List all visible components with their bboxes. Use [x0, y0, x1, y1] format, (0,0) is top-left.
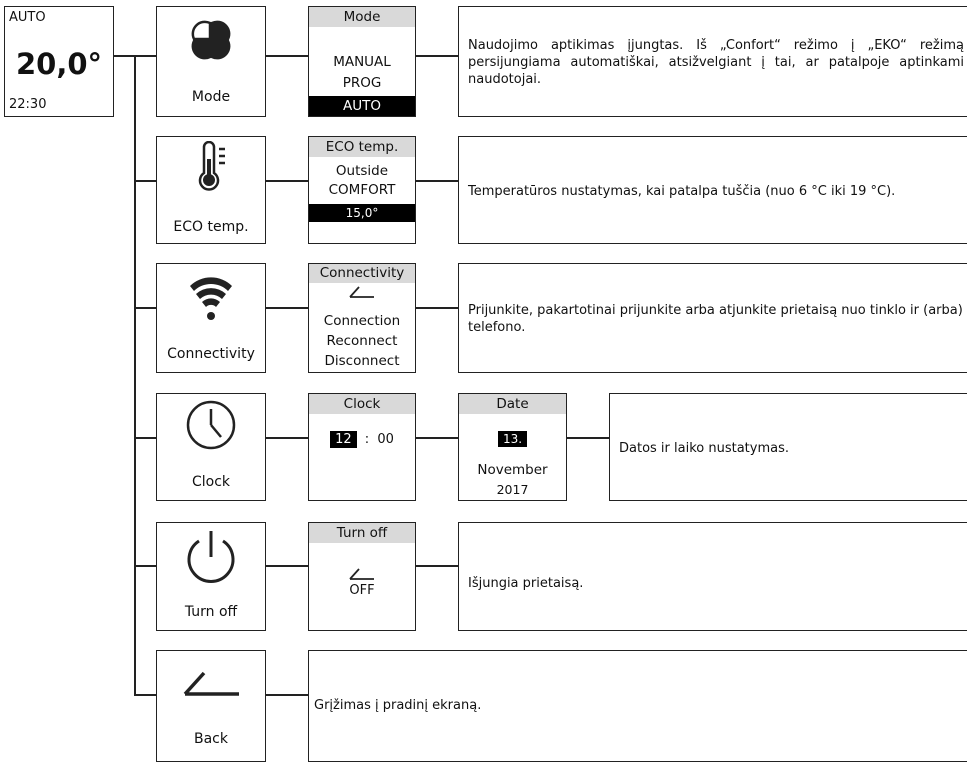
date-month[interactable]: November [477, 462, 548, 478]
menu-item-connectivity[interactable]: Connectivity [156, 263, 266, 373]
description-box: Temperatūros nustatymas, kai patalpa tuš… [458, 136, 967, 244]
connector [416, 565, 458, 567]
eco-option-outside[interactable]: Outside [335, 163, 389, 179]
connector [265, 437, 308, 439]
date-screen: Date 13. November 2017 [458, 393, 567, 501]
connector [416, 307, 458, 309]
description-text: Temperatūros nustatymas, kai patalpa tuš… [468, 184, 896, 199]
description-text: Išjungia prietaisą. [468, 576, 584, 591]
connector [416, 437, 458, 439]
clock-time: 12 : 00 [309, 431, 415, 448]
description-box: Prijunkite, pakartotinai prijunkite arba… [458, 263, 967, 373]
date-day[interactable]: 13. [497, 431, 528, 447]
connector [134, 307, 156, 309]
description-box: Naudojimo aptikimas įjungtas. Iš „Confor… [458, 6, 967, 117]
screen-title: ECO temp. [309, 137, 415, 157]
eco-temp-value[interactable]: 15,0° [309, 204, 415, 222]
description-text: Datos ir laiko nustatymas. [619, 441, 790, 456]
connector [134, 180, 156, 182]
description-text: Prijunkite, pakartotinai prijunkite arba… [468, 303, 963, 335]
connector [134, 694, 156, 696]
connector [265, 55, 308, 57]
connectivity-screen: Connectivity Connection Reconnect Discon… [308, 263, 416, 373]
screen-title: Connectivity [309, 264, 415, 283]
back-arrow-icon [183, 671, 239, 696]
menu-item-label: Back [194, 731, 228, 747]
clock-minute[interactable]: 00 [377, 432, 394, 447]
connector [416, 180, 458, 182]
eco-option-comfort[interactable]: COMFORT [328, 182, 396, 198]
description-text: Grįžimas į pradinį ekraną. [314, 698, 482, 713]
connectivity-option-disconnect[interactable]: Disconnect [324, 353, 400, 369]
mode-option-prog[interactable]: PROG [342, 75, 382, 91]
date-day-row: 13. [459, 431, 566, 447]
menu-item-turn-off[interactable]: Turn off [156, 522, 266, 631]
connectivity-option-connection[interactable]: Connection [323, 313, 401, 329]
connector [265, 307, 308, 309]
wifi-icon [190, 277, 232, 320]
description-box: Išjungia prietaisą. [458, 522, 967, 631]
petals-icon [191, 20, 231, 60]
power-icon [187, 531, 235, 583]
connector [134, 437, 156, 439]
connector [416, 55, 458, 57]
screen-title: Clock [309, 394, 415, 414]
connector [265, 694, 308, 696]
mode-indicator: AUTO [9, 10, 46, 25]
menu-item-label: Mode [191, 89, 231, 105]
description-box: Grįžimas į pradinį ekraną. [308, 650, 967, 762]
mode-screen: Mode MANUAL PROG AUTO [308, 6, 416, 117]
connector [567, 437, 609, 439]
clock-separator: : [364, 432, 370, 447]
connector [265, 180, 308, 182]
thermometer-icon [198, 141, 225, 191]
menu-item-label: ECO temp. [173, 219, 249, 235]
connector [134, 55, 136, 695]
turn-off-option[interactable]: OFF [349, 583, 375, 598]
date-year[interactable]: 2017 [496, 482, 529, 497]
menu-item-clock[interactable]: Clock [156, 393, 266, 501]
connector [265, 565, 308, 567]
clock-hour[interactable]: 12 [330, 431, 357, 448]
temperature-readout: 20,0° [15, 47, 103, 81]
turn-off-screen: Turn off OFF [308, 522, 416, 631]
connector [134, 565, 156, 567]
back-arrow-icon[interactable] [347, 285, 377, 299]
back-arrow-icon[interactable] [347, 567, 377, 581]
connectivity-option-reconnect[interactable]: Reconnect [326, 333, 398, 349]
description-box: Datos ir laiko nustatymas. [609, 393, 967, 501]
mode-option-auto[interactable]: AUTO [309, 96, 415, 116]
clock-icon [186, 400, 236, 450]
menu-item-back[interactable]: Back [156, 650, 266, 762]
time-readout: 22:30 [9, 97, 47, 112]
menu-item-mode[interactable]: Mode [156, 6, 266, 117]
screen-title: Turn off [309, 523, 415, 543]
menu-item-eco-temp[interactable]: ECO temp. [156, 136, 266, 244]
screen-title: Date [459, 394, 566, 414]
mode-option-manual[interactable]: MANUAL [333, 54, 391, 70]
description-text: Naudojimo aptikimas įjungtas. Iš „Confor… [468, 38, 964, 87]
eco-temp-screen: ECO temp. Outside COMFORT 15,0° [308, 136, 416, 244]
clock-screen: Clock 12 : 00 [308, 393, 416, 501]
menu-item-label: Clock [191, 474, 231, 490]
thermostat-display: AUTO 20,0° 22:30 [4, 6, 114, 117]
menu-item-label: Turn off [184, 604, 238, 620]
menu-item-label: Connectivity [167, 346, 255, 362]
screen-title: Mode [309, 7, 415, 27]
